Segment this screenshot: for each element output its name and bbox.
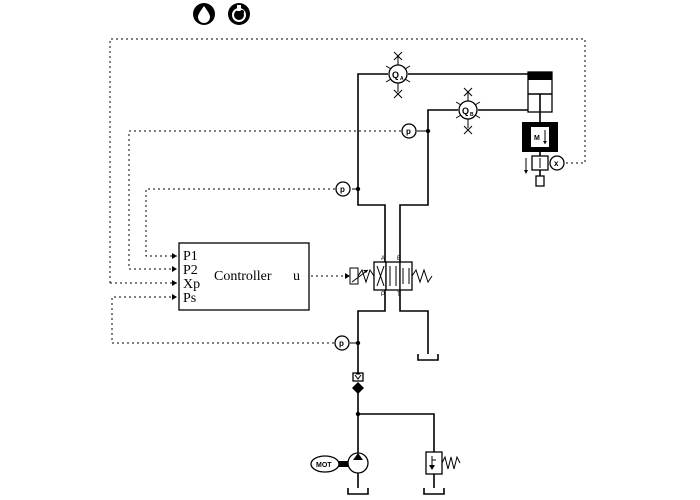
signal-line-position [109,38,586,286]
hydraulic-line-a [357,73,528,262]
pressure-sensor-p1[interactable]: p [335,181,358,197]
pressure-sensor-p2[interactable]: p [401,123,428,139]
svg-text:MOT: MOT [316,462,332,469]
tank-pump [347,488,369,495]
svg-text:M: M [534,135,540,142]
valve-return-spring [411,268,433,284]
controller-output-u: u [293,269,300,284]
position-sensor[interactable]: x [524,155,565,174]
svg-text:B: B [470,112,474,118]
hydraulic-line-pressure [357,290,435,453]
flow-sensor-b[interactable]: Q B [455,87,481,135]
signal-line-p2 [128,130,401,272]
controller-title: Controller [214,269,272,284]
pressure-relief-valve[interactable] [425,451,461,475]
valve-port-a: A [381,256,385,262]
signal-line-u [311,273,350,279]
valve-envelope-center [385,261,401,291]
svg-text:p: p [406,127,411,136]
relief-valve-spring [441,455,461,470]
pressure-sensor-ps[interactable]: p [334,335,358,351]
electric-motor[interactable]: MOT [310,455,348,473]
junction-dot [355,411,361,417]
proportional-valve[interactable]: A B P T [349,256,433,298]
svg-text:p: p [340,185,345,194]
svg-text:x: x [554,159,559,168]
tank-return [417,354,439,361]
hydraulic-cylinder[interactable] [527,71,553,122]
valve-port-p: P [381,292,385,298]
svg-text:p: p [339,339,344,348]
tank-relief [423,488,445,495]
flow-sensor-a[interactable]: Q A [385,51,411,99]
oil-drop-icon[interactable] [193,3,215,25]
controller-input-p2: P2 [183,263,198,278]
cylinder-load[interactable]: M [522,122,558,187]
oil-temperature-icon[interactable] [228,3,250,25]
controller-input-xp: Xp [183,277,200,292]
controller-input-ps: Ps [183,291,196,306]
svg-text:Q: Q [462,106,469,116]
check-valve[interactable] [352,372,364,394]
signal-line-p1 [145,188,335,259]
controller-block[interactable]: P1 P2 Xp Ps Controller u [178,242,310,311]
svg-text:A: A [400,76,404,82]
hydraulic-pump[interactable] [347,452,369,474]
valve-solenoid [349,267,359,285]
hydraulic-line-b [399,109,528,262]
controller-input-p1: P1 [183,249,198,264]
svg-text:Q: Q [392,70,399,80]
valve-envelope-right [399,261,413,291]
signal-line-ps [111,294,334,344]
valve-port-t: T [397,292,401,298]
hydraulic-line-tank [399,290,429,354]
valve-port-b: B [397,256,401,262]
